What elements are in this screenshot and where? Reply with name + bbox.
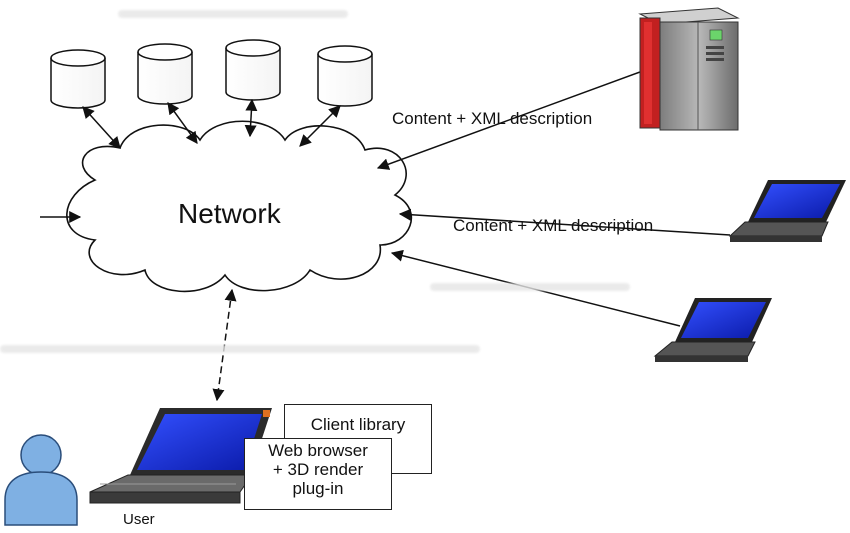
user-label: User <box>123 511 155 528</box>
web-browser-box: Web browser + 3D render plug-in <box>244 438 392 510</box>
client-library-label: Client library <box>310 415 406 434</box>
faded-text <box>430 283 630 291</box>
user-icon <box>4 434 78 526</box>
db-link-arrow <box>167 102 198 144</box>
network-label: Network <box>178 198 281 229</box>
database-icon <box>225 39 281 101</box>
browser-label-line: + 3D render <box>272 460 364 479</box>
browser-label-line: plug-in <box>292 479 344 498</box>
laptop-icon <box>653 298 772 362</box>
server-link-label: Content + XML description <box>392 109 593 128</box>
network-cloud-shape <box>66 120 413 293</box>
faded-text <box>118 10 348 18</box>
server-link-arrow <box>376 71 641 170</box>
db-link-arrow <box>82 106 121 149</box>
db-link-arrow <box>244 98 258 138</box>
database-icon <box>50 49 106 109</box>
laptop-link-label: Content + XML description <box>453 216 654 235</box>
client-laptop-icon <box>89 408 272 504</box>
database-icon <box>317 45 373 107</box>
server-icon <box>638 7 740 131</box>
browser-label-line: Web browser <box>268 441 368 460</box>
laptop-icon <box>728 180 846 242</box>
database-icon <box>137 43 193 105</box>
faded-text <box>0 345 480 353</box>
db-link-arrow <box>299 105 341 147</box>
laptop-link-arrow <box>398 208 731 236</box>
